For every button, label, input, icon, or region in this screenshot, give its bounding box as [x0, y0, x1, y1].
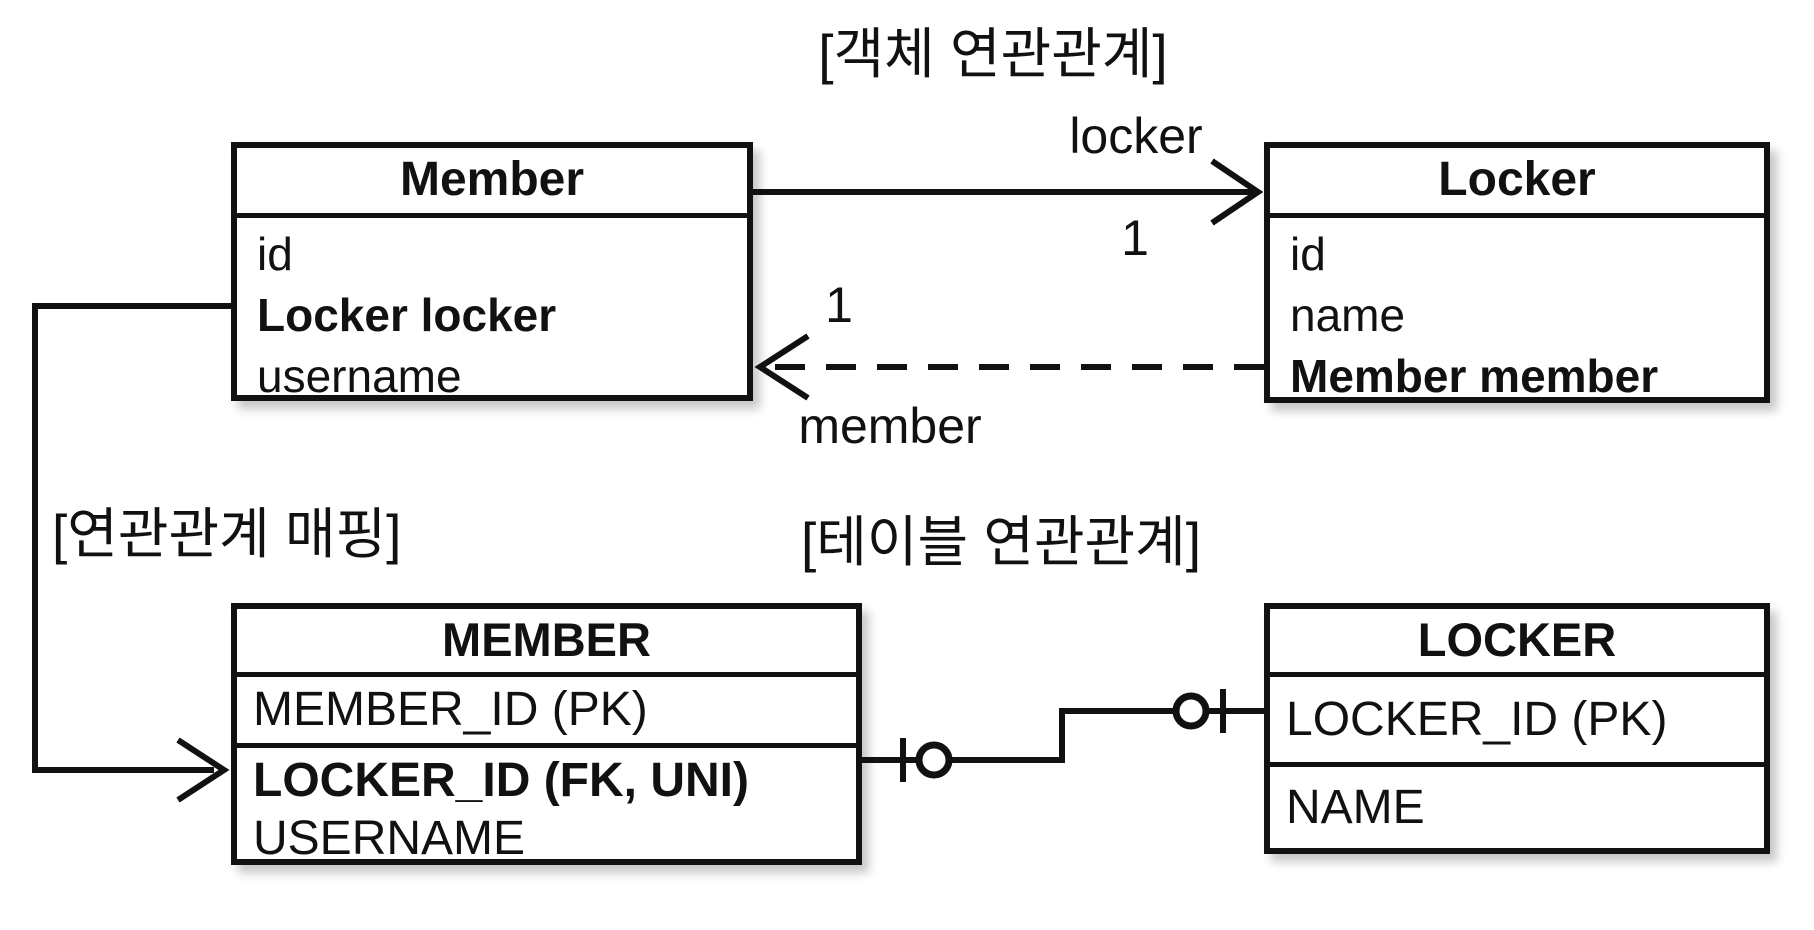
member-table-box: MEMBER MEMBER_ID (PK) LOCKER_ID (FK, UNI… [231, 603, 862, 865]
member-field-locker: Locker locker [257, 289, 557, 341]
member-side-zero-circle [915, 741, 953, 779]
locker-table-row-pk: LOCKER_ID (PK) [1270, 677, 1764, 767]
locker-field-member: Member member [1290, 350, 1659, 402]
mapping-elbow-arrowhead [176, 737, 230, 803]
member-class-fields: id Locker locker username [237, 218, 747, 407]
member-field-username: username [257, 350, 462, 402]
locker-side-zero-circle [1172, 692, 1210, 730]
locker-class-title: Locker [1270, 148, 1764, 218]
member-multiplicity-label: 1 [825, 277, 853, 333]
member-table-row-pk: MEMBER_ID (PK) [237, 677, 856, 748]
locker-field-id: id [1290, 228, 1326, 280]
object-association-section-title: [객체 연관관계] [818, 23, 1168, 85]
locker-table-title: LOCKER [1270, 609, 1764, 677]
member-table-row-username: USERNAME [253, 812, 526, 865]
member-class-box: Member id Locker locker username [231, 142, 753, 402]
member-table-row-fk: LOCKER_ID (FK, UNI) [253, 754, 749, 807]
locker-role-label: locker [1069, 108, 1203, 164]
member-association-arrowhead [754, 333, 810, 401]
member-role-label: member [798, 398, 982, 454]
member-class-title: Member [237, 148, 747, 218]
table-association-section-title: [테이블 연관관계] [800, 511, 1202, 573]
locker-table-row-name: NAME [1286, 781, 1425, 834]
locker-multiplicity-label: 1 [1121, 210, 1149, 266]
association-mapping-section-title: [연관관계 매핑] [52, 503, 402, 565]
member-field-id: id [257, 228, 293, 280]
locker-class-fields: id name Member member [1270, 218, 1764, 407]
locker-class-box: Locker id name Member member [1264, 142, 1770, 403]
locker-association-arrowhead [1210, 158, 1264, 226]
table-join-line [862, 708, 1264, 763]
member-table-title: MEMBER [237, 609, 856, 677]
locker-field-name: name [1290, 289, 1406, 341]
locker-table-box: LOCKER LOCKER_ID (PK) NAME [1264, 603, 1770, 854]
